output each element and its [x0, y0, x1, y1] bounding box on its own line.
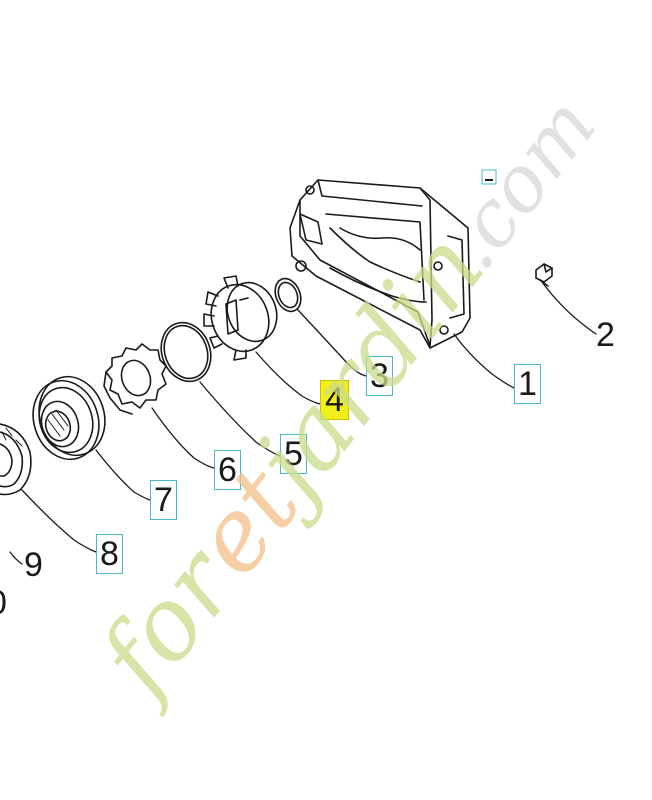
callout-2: 2 [596, 316, 615, 354]
part-7-pulley [32, 375, 106, 461]
part-3-o-ring [274, 277, 302, 313]
callout-5: 5 [280, 434, 307, 474]
part-1-housing [289, 179, 471, 349]
callout-6: 6 [214, 450, 241, 490]
marker-box [481, 169, 497, 185]
callout-9: 9 [24, 546, 43, 584]
callout-3: 3 [366, 356, 393, 396]
part-4-pawl-carrier [203, 275, 278, 361]
callout-7: 7 [150, 480, 177, 520]
callout-4: 4 [320, 380, 349, 420]
part-2-screw [535, 263, 553, 287]
part-6-star-washer [103, 343, 167, 415]
callout-8: 8 [96, 534, 123, 574]
leader-lines [9, 281, 597, 565]
part-8-drum [0, 423, 32, 496]
callout-10-partial: 0 [0, 584, 7, 622]
callout-1: 1 [514, 364, 541, 404]
part-5-spring-ring [160, 321, 212, 383]
